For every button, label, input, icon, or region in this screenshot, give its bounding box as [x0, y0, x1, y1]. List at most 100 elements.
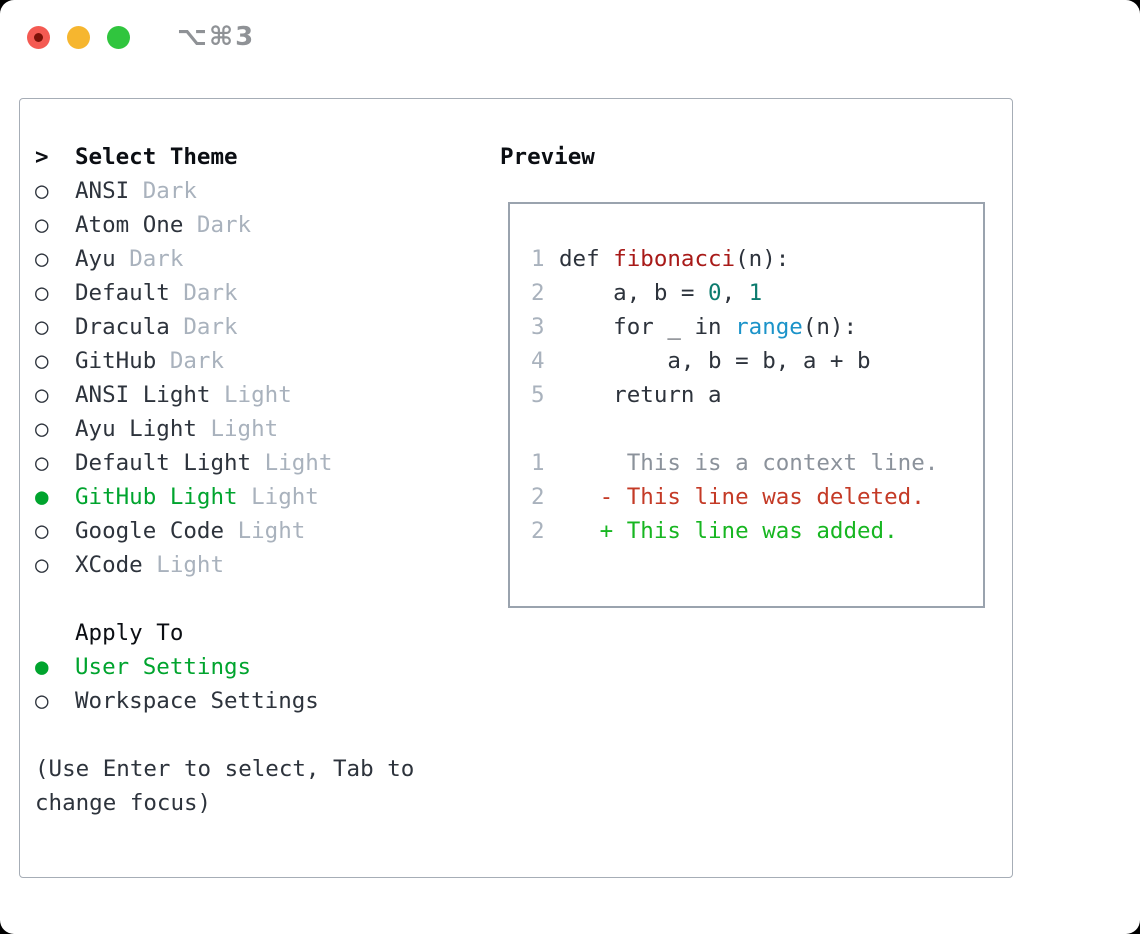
apply-to-option-label: Workspace Settings	[75, 688, 319, 714]
preview-line: 5 return a	[531, 378, 973, 412]
theme-option-label: Ayu Light Light	[75, 412, 278, 446]
theme-option[interactable]: ○ Dracula Dark	[35, 310, 500, 344]
theme-variant: Light	[264, 450, 333, 476]
select-theme-title: Select Theme	[75, 144, 238, 170]
code-token: def	[559, 246, 614, 272]
line-number: 2	[531, 518, 545, 544]
theme-option-label: ANSI Dark	[75, 174, 197, 208]
apply-to-indent	[35, 616, 75, 650]
theme-option[interactable]: ● GitHub Light Light	[35, 480, 500, 514]
theme-option-label: XCode Light	[75, 548, 224, 582]
hint-line-1: (Use Enter to select, Tab to	[35, 756, 415, 782]
hint-text: (Use Enter to select, Tab to change focu…	[35, 752, 500, 820]
preview-line: 4 a, b = b, a + b	[531, 344, 973, 378]
theme-name: Dracula	[75, 314, 170, 340]
code-token: return a	[559, 382, 722, 408]
code-token: 0	[708, 280, 722, 306]
theme-variant: Light	[237, 518, 306, 544]
radio-icon: ○	[35, 246, 49, 272]
select-theme-header-row: > Select Theme	[35, 140, 500, 174]
preview-line: 2 a, b = 0, 1	[531, 276, 973, 310]
focus-caret-icon: >	[35, 144, 49, 170]
theme-name: Ayu	[75, 246, 116, 272]
radio-selected-icon: ●	[35, 654, 49, 680]
preview-line: 3 for _ in range(n):	[531, 310, 973, 344]
radio-selected-icon: ●	[35, 484, 49, 510]
theme-option-label: ANSI Light Light	[75, 378, 292, 412]
code-token: a, b =	[559, 280, 709, 306]
theme-name: Ayu Light	[75, 416, 197, 442]
theme-option-label: Atom One Dark	[75, 208, 251, 242]
line-number: 1	[531, 246, 545, 272]
theme-option-label: Dracula Dark	[75, 310, 238, 344]
line-number: 3	[531, 314, 545, 340]
radio-icon: ○	[35, 314, 49, 340]
theme-variant: Dark	[142, 178, 197, 204]
radio-icon: ○	[35, 416, 49, 442]
theme-variant: Dark	[129, 246, 184, 272]
apply-to-list: ● User Settings ○Workspace Settings	[35, 650, 500, 718]
theme-option[interactable]: ○ Default Dark	[35, 276, 500, 310]
theme-option[interactable]: ○ Ayu Light Light	[35, 412, 500, 446]
apply-to-option[interactable]: ○Workspace Settings	[35, 684, 500, 718]
code-token: This is a context line.	[559, 450, 939, 476]
theme-variant: Light	[156, 552, 225, 578]
theme-name: Google Code	[75, 518, 225, 544]
theme-option[interactable]: ○ ANSI Light Light	[35, 378, 500, 412]
line-number: 2	[531, 280, 545, 306]
theme-option[interactable]: ○Google Code Light	[35, 514, 500, 548]
minimize-button[interactable]	[67, 25, 90, 49]
theme-name: XCode	[75, 552, 143, 578]
radio-icon: ○	[35, 280, 49, 306]
theme-option-label: Ayu Dark	[75, 242, 183, 276]
theme-picker-column: > Select Theme ○ANSI Dark○Atom One Dark○…	[35, 140, 500, 877]
theme-option[interactable]: ○GitHub Dark	[35, 344, 500, 378]
close-button[interactable]	[27, 25, 50, 49]
theme-option[interactable]: ○ Ayu Dark	[35, 242, 500, 276]
code-token: (n):	[802, 314, 858, 340]
zoom-button[interactable]	[107, 25, 130, 49]
theme-list: ○ANSI Dark○Atom One Dark○Ayu Dark○Defaul…	[35, 174, 500, 582]
code-token: + This line was added.	[559, 518, 898, 544]
code-token: 1	[748, 280, 763, 306]
preview-line: 2 + This line was added.	[531, 514, 973, 548]
theme-option[interactable]: ○ANSI Dark	[35, 174, 500, 208]
theme-name: Atom One	[75, 212, 184, 238]
apply-to-option-label: User Settings	[75, 654, 252, 680]
theme-variant: Light	[224, 382, 292, 408]
line-number: 1	[531, 450, 545, 476]
preview-line: 1 This is a context line.	[531, 446, 973, 480]
preview-line: 2 - This line was deleted.	[531, 480, 973, 514]
theme-name: GitHub Light	[75, 484, 238, 510]
line-number: 2	[531, 484, 545, 510]
theme-variant: Light	[251, 484, 319, 510]
radio-icon: ○	[35, 552, 49, 578]
theme-option[interactable]: ○ Atom One Dark	[35, 208, 500, 242]
apply-to-header-row: Apply To	[35, 616, 500, 650]
theme-option[interactable]: ○ XCode Light	[35, 548, 500, 582]
radio-icon: ○	[35, 348, 49, 374]
preview-header-row: Preview	[500, 140, 1012, 174]
theme-picker-panel: > Select Theme ○ANSI Dark○Atom One Dark○…	[19, 98, 1013, 878]
code-token: range	[735, 314, 803, 340]
theme-variant: Light	[210, 416, 279, 442]
code-token: a, b = b, a + b	[559, 348, 871, 374]
hint-line-2: change focus)	[35, 790, 212, 816]
theme-variant: Dark	[183, 280, 238, 306]
line-number: 4	[531, 348, 545, 374]
code-token: for _ in	[559, 314, 736, 340]
code-token: ,	[721, 280, 749, 306]
code-token: (n):	[735, 246, 790, 272]
radio-icon: ○	[35, 212, 49, 238]
apply-to-option[interactable]: ● User Settings	[35, 650, 500, 684]
theme-variant: Dark	[183, 314, 238, 340]
preview-title: Preview	[500, 144, 595, 170]
theme-option-label: GitHub Light Light	[75, 480, 319, 514]
theme-option[interactable]: ○Default Light Light	[35, 446, 500, 480]
theme-option-label: Default Dark	[75, 276, 238, 310]
titlebar: ⌥⌘3	[27, 24, 255, 50]
radio-icon: ○	[35, 382, 49, 408]
